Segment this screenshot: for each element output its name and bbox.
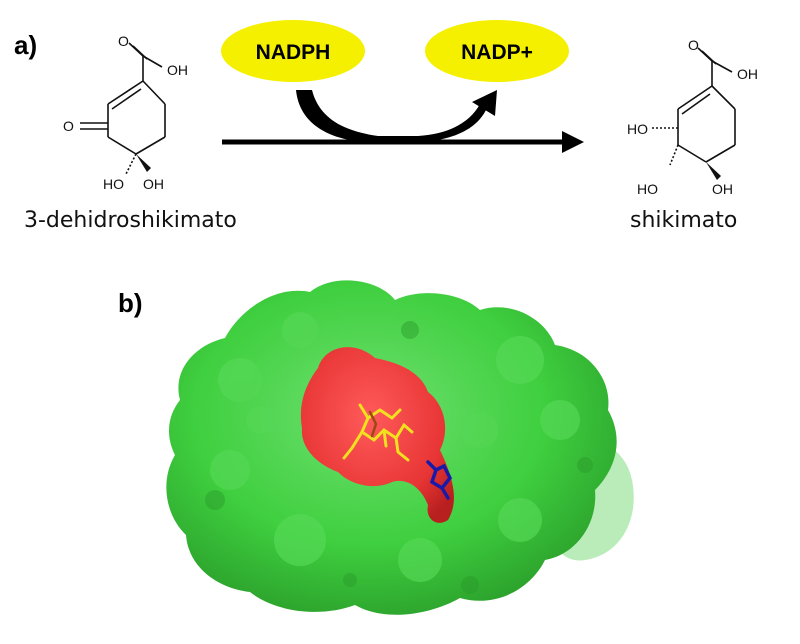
nadp-label: NADP+	[461, 41, 533, 64]
surface-texture	[210, 312, 580, 582]
product-oh-acid: OH	[737, 66, 758, 82]
product-ho-top: HO	[627, 121, 648, 137]
product-oh-bottom-right: OH	[712, 181, 733, 197]
substrate-oh-right: OH	[143, 176, 164, 192]
nadph-label: NADPH	[256, 41, 331, 64]
surface-shadows	[205, 321, 593, 594]
substrate-wedge-bond	[136, 154, 151, 172]
substrate-oh-acid: OH	[167, 62, 188, 78]
ligand-nadp-dark	[368, 410, 378, 438]
nadp-ellipse	[425, 20, 569, 82]
product-name: shikimato	[630, 208, 738, 233]
reaction-scheme: NADPH NADP+ O OH O HO OH	[63, 20, 758, 197]
product-wedge-bond	[706, 162, 721, 180]
cofactor-nadp: NADP+	[425, 20, 569, 82]
product-o-acid: O	[688, 37, 699, 53]
product-ho-bottom-left: HO	[637, 181, 658, 197]
ligand-substrate	[426, 460, 453, 500]
reaction-arrow-head	[562, 131, 584, 153]
substrate-structure	[80, 42, 166, 175]
substrate-name: 3-dehidroshikimato	[24, 208, 237, 233]
substrate-ho-left: HO	[103, 176, 124, 192]
panel-label-b: b)	[118, 288, 143, 318]
panel-label-a: a)	[14, 30, 38, 60]
substrate-o-acid: O	[118, 33, 129, 49]
ligand-nadp	[342, 403, 414, 462]
cofactor-curved-arrow	[296, 90, 487, 142]
cofactor-nadph: NADPH	[221, 20, 365, 82]
nadph-ellipse	[221, 20, 365, 82]
substrate-o-keto: O	[63, 118, 74, 134]
cofactor-arrow-head	[472, 90, 497, 116]
product-structure	[650, 47, 736, 166]
